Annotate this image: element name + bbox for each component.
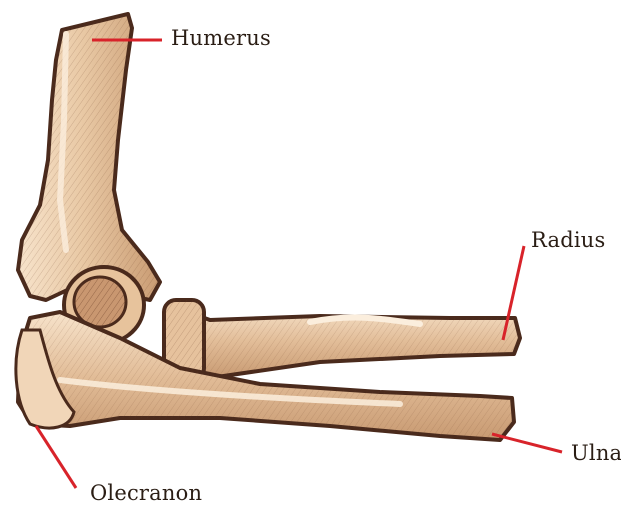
radius-bone bbox=[164, 300, 520, 380]
ulna-pointer bbox=[492, 434, 562, 452]
ulna-label: Ulna bbox=[571, 441, 621, 465]
humerus-bone bbox=[18, 14, 160, 343]
radius-label: Radius bbox=[531, 228, 605, 252]
humerus-label: Humerus bbox=[171, 26, 271, 50]
olecranon-label: Olecranon bbox=[90, 481, 202, 505]
olecranon-pointer bbox=[36, 426, 76, 488]
